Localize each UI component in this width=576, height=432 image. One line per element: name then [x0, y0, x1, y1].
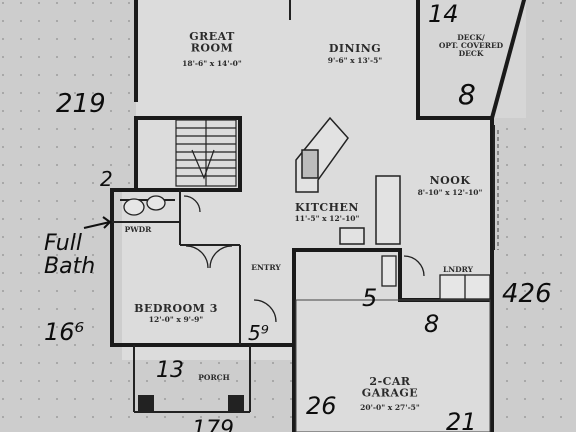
porch-label: PORCH [198, 373, 229, 382]
nook-dims: 8'-10" x 12'-10" [418, 188, 483, 197]
dining-dims: 9'-6" x 13'-5" [328, 56, 383, 65]
note-26: 26 [306, 392, 337, 420]
kitchen-dims: 11'-5" x 12'-10" [295, 214, 360, 223]
entry-label: ENTRY [251, 263, 281, 272]
note-426: 426 [502, 279, 552, 309]
nook-label: NOOK [430, 174, 471, 187]
dining-label: DINING [329, 42, 381, 55]
note-179: 179 [192, 417, 234, 432]
arrow-annotation [83, 216, 112, 229]
note-2: 2 [100, 167, 113, 191]
note-21: 21 [446, 408, 477, 432]
laundry-fixtures [381, 255, 491, 300]
plan-interior [122, 0, 492, 432]
powder-fixtures [123, 195, 166, 216]
kitchen-label: KITCHEN [295, 201, 359, 214]
stairs [175, 119, 237, 187]
bedroom3-label: BEDROOM 3 [134, 302, 218, 315]
garage-dims: 20'-0" x 27'-5" [360, 403, 420, 412]
note-5: 5 [362, 284, 377, 312]
porch-posts [138, 395, 244, 411]
note-8-deck: 8 [458, 78, 476, 111]
note-14: 14 [428, 0, 459, 28]
note-219: 219 [56, 89, 106, 119]
pwdr-label: PWDR [125, 225, 153, 234]
kitchen-counter [295, 116, 401, 245]
great-room-dims: 18'-6" x 14'-0" [182, 59, 242, 68]
garage-outline [295, 299, 491, 432]
note-13: 13 [156, 358, 184, 383]
doors [183, 195, 425, 323]
note-8-lndry: 8 [424, 310, 439, 338]
note-16-6: 16⁶ [44, 318, 85, 346]
laundry-label: LNDRY [443, 265, 474, 274]
walls [110, 0, 527, 432]
note-5-9: 5⁹ [248, 321, 269, 345]
bedroom3-dims: 12'-0" x 9'-9" [149, 315, 204, 324]
